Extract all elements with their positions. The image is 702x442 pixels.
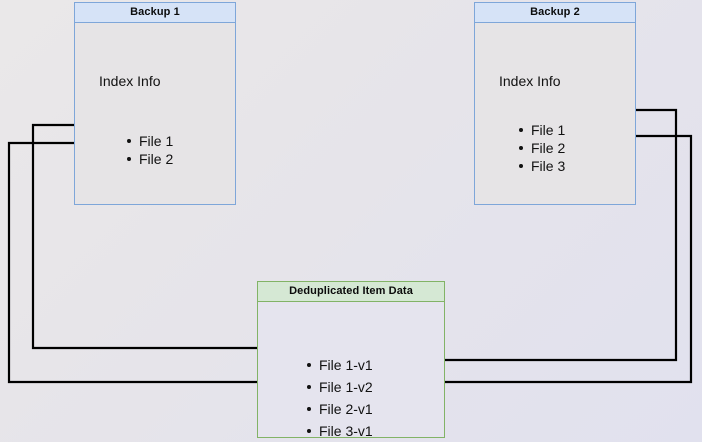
node-backup-2-body: Index Info File 1 File 2 File 3 (475, 23, 635, 204)
list-item: File 2-v1 (305, 398, 373, 420)
node-deduplicated-item-data[interactable]: Deduplicated Item Data File 1-v1 File 1-… (257, 281, 445, 439)
node-deduplicated-item-data-body: File 1-v1 File 1-v2 File 2-v1 File 3-v1 (258, 302, 444, 439)
list-item: File 1 (125, 132, 173, 150)
node-backup-1-header: Backup 1 (75, 3, 235, 23)
node-backup-2-caption: Index Info (499, 73, 561, 89)
list-item: File 2 (517, 139, 565, 157)
list-item: File 2 (125, 150, 173, 168)
node-backup-1-body: Index Info File 1 File 2 (75, 23, 235, 204)
node-backup-2-file-list: File 1 File 2 File 3 (517, 121, 565, 175)
list-item: File 3-v1 (305, 420, 373, 442)
node-backup-1[interactable]: Backup 1 Index Info File 1 File 2 (74, 2, 236, 205)
list-item: File 1-v1 (305, 354, 373, 376)
node-backup-2-header: Backup 2 (475, 3, 635, 23)
node-deduplicated-item-data-file-list: File 1-v1 File 1-v2 File 2-v1 File 3-v1 (305, 354, 373, 442)
list-item: File 3 (517, 157, 565, 175)
node-backup-1-file-list: File 1 File 2 (125, 132, 173, 168)
node-deduplicated-item-data-header: Deduplicated Item Data (258, 282, 444, 302)
node-backup-1-caption: Index Info (99, 73, 161, 89)
node-backup-2[interactable]: Backup 2 Index Info File 1 File 2 File 3 (474, 2, 636, 205)
list-item: File 1-v2 (305, 376, 373, 398)
list-item: File 1 (517, 121, 565, 139)
